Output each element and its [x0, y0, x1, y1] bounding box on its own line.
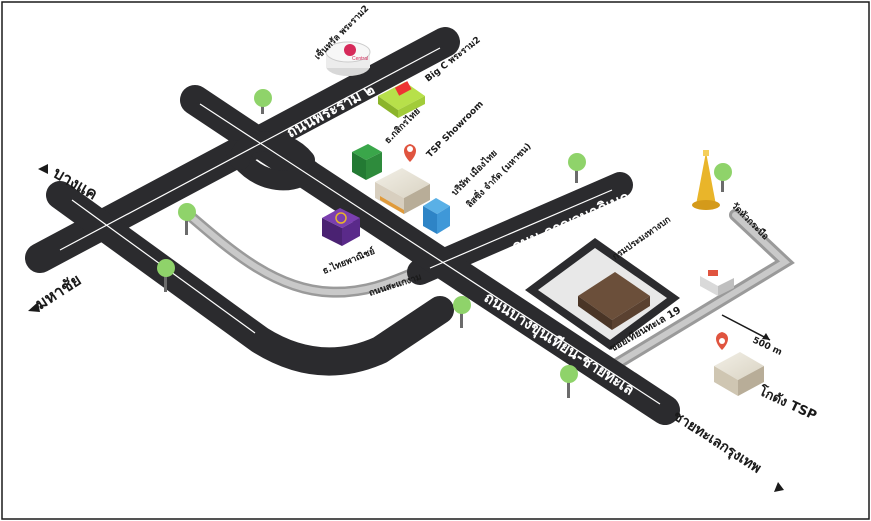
pagoda-icon	[692, 150, 720, 210]
warehouse-building	[714, 352, 764, 396]
scb-label: ธ.ไทยพาณิชย์	[321, 245, 377, 277]
maha-chai-direction: มหาชัย	[28, 270, 84, 313]
tree	[178, 203, 196, 235]
shop-building	[700, 268, 734, 296]
warehouse-label: โกดัง TSP	[755, 382, 819, 424]
maha-chai-label: มหาชัย	[32, 270, 85, 313]
fisheries-label: กรมประมงทางบก	[610, 214, 672, 262]
scb-building	[322, 208, 360, 246]
company-label: บริษัท เมืองไทย	[449, 147, 500, 198]
tree	[560, 365, 578, 398]
tree	[714, 163, 732, 192]
central-logo: Central	[352, 56, 368, 62]
bigc-building	[378, 81, 425, 118]
samae-ngam-road	[182, 208, 431, 298]
showroom-label: TSP Showroom	[425, 99, 486, 160]
tree	[453, 296, 471, 328]
warehouse-pin-icon	[716, 332, 728, 350]
tree	[568, 153, 586, 183]
bangkhae-road	[46, 181, 454, 376]
kasikorn-building	[352, 144, 382, 180]
fisheries-compound	[525, 238, 680, 350]
soi-19-road	[604, 209, 795, 374]
showroom-pin-icon	[404, 144, 416, 162]
distance-arrow	[721, 314, 771, 341]
tree	[254, 89, 272, 114]
tree	[157, 259, 175, 292]
chaitalay-direction: ชายทะเลกรุงเทพ	[670, 408, 784, 492]
blue-building	[423, 198, 450, 234]
showroom-building	[375, 168, 430, 214]
central-building	[325, 41, 371, 76]
chaitalay-label: ชายทะเลกรุงเทพ	[670, 408, 764, 477]
